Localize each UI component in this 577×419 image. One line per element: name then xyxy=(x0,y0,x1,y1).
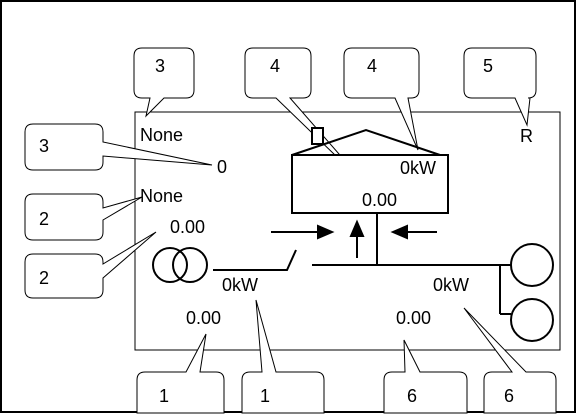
house-value: 0.00 xyxy=(362,190,397,210)
callout-left-3: 3 xyxy=(24,123,213,171)
grid-value: 0.00 xyxy=(186,308,221,328)
callout-left-2a: 2 xyxy=(24,193,143,241)
bus-line xyxy=(213,213,511,315)
callout-label: 6 xyxy=(407,386,417,406)
transformer-name: None xyxy=(140,186,183,206)
generator-kw: 0kW xyxy=(433,275,469,295)
grid-kw: 0kW xyxy=(222,275,258,295)
callout-label: 3 xyxy=(39,136,49,156)
phase-indicator: R xyxy=(520,126,533,146)
house-kw: 0kW xyxy=(400,158,436,178)
callout-bottom-6a: 6 xyxy=(383,339,468,414)
callout-left-2b: 2 xyxy=(24,231,157,299)
callout-label: 2 xyxy=(39,268,49,288)
callout-top-mid-b: 4 xyxy=(343,47,420,151)
flow-arrows xyxy=(271,219,437,258)
grid-name: None xyxy=(140,125,183,145)
generator-icon xyxy=(510,243,554,342)
grid-count: 0 xyxy=(217,157,227,177)
callout-bottom-1b: 1 xyxy=(241,299,325,414)
callout-top-left: 3 xyxy=(133,47,195,118)
callout-label: 1 xyxy=(159,386,169,406)
callout-label: 2 xyxy=(39,209,49,229)
callout-label: 4 xyxy=(367,56,377,76)
transformer-value: 0.00 xyxy=(170,217,205,237)
generator-value: 0.00 xyxy=(396,308,431,328)
callout-label: 1 xyxy=(260,386,270,406)
callout-label: 4 xyxy=(270,56,280,76)
monitor-panel xyxy=(134,111,561,351)
callout-label: 3 xyxy=(155,56,165,76)
callout-bottom-6b: 6 xyxy=(463,307,557,414)
transformer-icon xyxy=(152,247,208,283)
callout-top-right: 5 xyxy=(463,47,537,127)
callout-bottom-1a: 1 xyxy=(136,333,225,414)
callout-label: 5 xyxy=(483,56,493,76)
callout-label: 6 xyxy=(504,386,514,406)
house-icon xyxy=(291,127,449,214)
